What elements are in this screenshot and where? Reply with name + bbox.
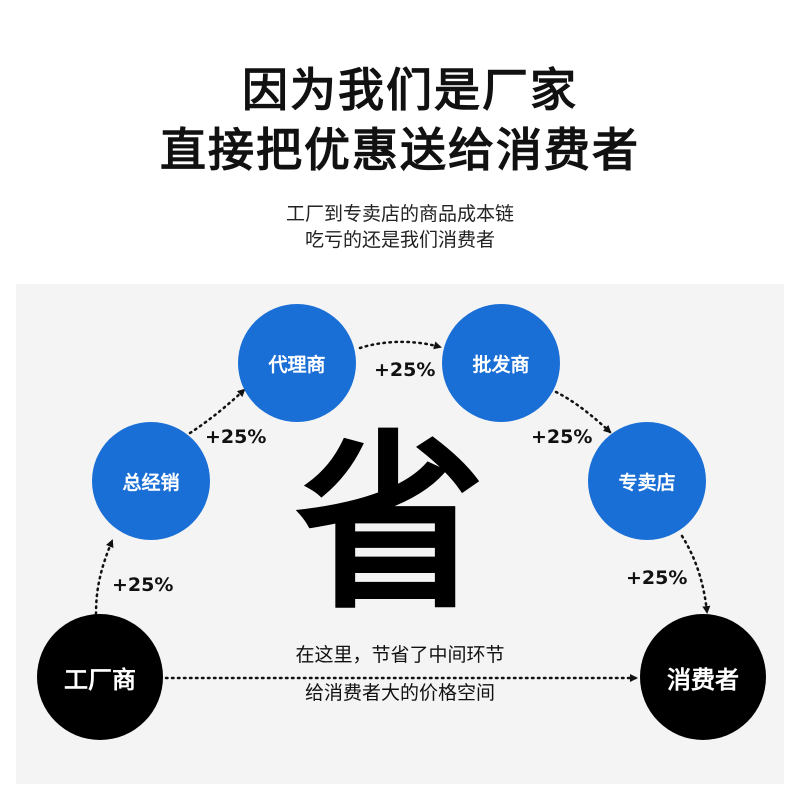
subtitle-line-2: 吃亏的还是我们消费者	[304, 229, 495, 251]
headline-line-2: 直接把优惠送给消费者	[160, 123, 640, 177]
markup-agent-to-wholesaler: +25%	[374, 359, 436, 381]
node-wholesaler: 批发商	[442, 304, 560, 422]
direct-text-line-2: 给消费者大的价格空间	[304, 682, 495, 704]
subtitle-line-1: 工厂到专卖店的商品成本链	[285, 203, 514, 225]
node-wholesaler-label: 批发商	[472, 353, 530, 376]
markup-factory-to-distributor: +25%	[112, 574, 174, 596]
headline-line-1: 因为我们是厂家	[242, 63, 578, 117]
node-factory-label: 工厂商	[64, 665, 136, 694]
markup-distributor-to-agent: +25%	[205, 426, 267, 448]
direct-text-line-1: 在这里，节省了中间环节	[295, 644, 505, 666]
save-character: 省	[294, 414, 485, 635]
node-store-label: 专卖店	[618, 471, 676, 494]
markup-store-to-consumer: +25%	[626, 567, 688, 589]
node-consumer-label: 消费者	[667, 665, 739, 694]
node-store: 专卖店	[588, 422, 706, 540]
node-agent: 代理商	[238, 304, 356, 422]
node-agent-label: 代理商	[268, 353, 326, 376]
node-factory: 工厂商	[37, 614, 163, 740]
node-distributor-label: 总经销	[122, 471, 180, 494]
node-consumer: 消费者	[640, 614, 766, 740]
node-distributor: 总经销	[92, 422, 210, 540]
markup-wholesaler-to-store: +25%	[531, 426, 593, 448]
